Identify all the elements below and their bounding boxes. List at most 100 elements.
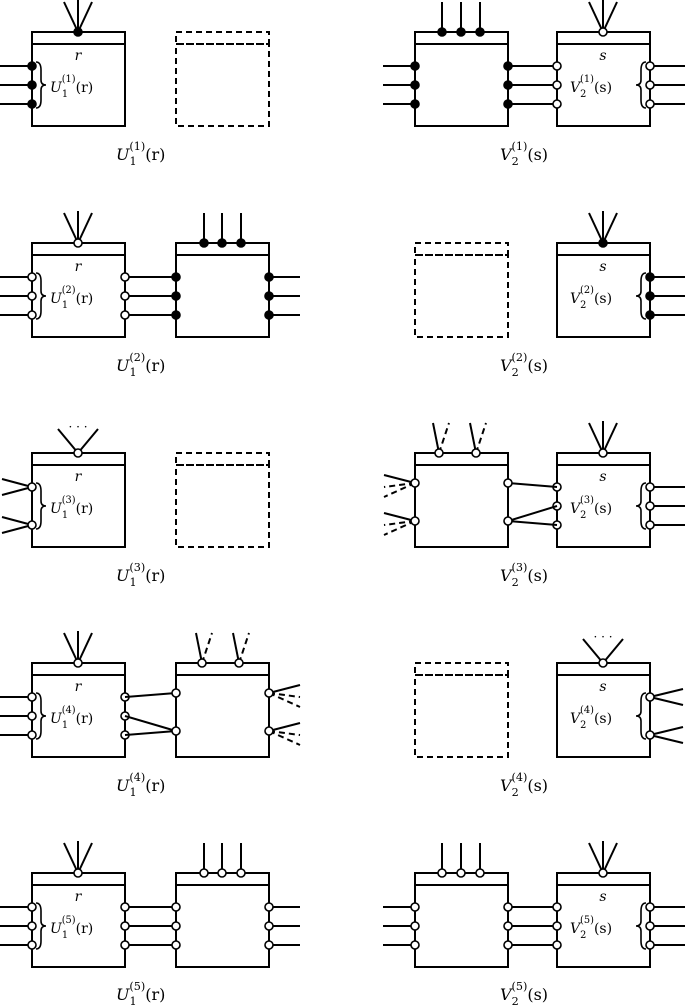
U2-companion-box-body xyxy=(175,254,270,338)
U4-in-node-2 xyxy=(27,730,37,740)
U4-cmp-in-0 xyxy=(171,688,181,698)
U2-cmp-top-node-0 xyxy=(199,238,209,248)
U5-out-node-1 xyxy=(120,921,130,931)
V3-box-label: s xyxy=(599,469,606,485)
V1-cmp-out-2 xyxy=(503,99,513,109)
V5-cmp-out-2 xyxy=(503,940,513,950)
U3-in-fan-0-b xyxy=(1,486,33,496)
V5-in-node-2 xyxy=(552,940,562,950)
U4-cmp-out-a-1 xyxy=(268,722,301,732)
V3-cmp-out-0 xyxy=(503,478,513,488)
V5-out-node-2 xyxy=(645,940,655,950)
V5-cmp-out-0 xyxy=(503,902,513,912)
V3-cmp-out-1 xyxy=(503,516,513,526)
V1-in-node-2 xyxy=(552,99,562,109)
V5-cmp-in-node-2 xyxy=(410,940,420,950)
V4-inner-label: V2(4)(s) xyxy=(570,705,612,731)
U3-top-node xyxy=(73,448,83,458)
V5-top-fan-l xyxy=(588,842,604,874)
diagram-V2: sV2(2)(s)V2(2)(s) xyxy=(414,211,685,379)
row-3: · · ·rU1(3)(r)U1(3)(r)sV2(3)(s)V2(3)(s) xyxy=(1,420,685,589)
U2-out-node-1 xyxy=(120,291,130,301)
V1-in-node-1 xyxy=(552,80,562,90)
U4-cmp-top-b-0 xyxy=(201,632,213,664)
V3-out-node-1 xyxy=(645,501,655,511)
V5-cmp-top-node-2 xyxy=(475,868,485,878)
U3-top-fan-r xyxy=(77,428,99,454)
U4-box-label: r xyxy=(75,679,83,695)
V3-cmp-in-c-1 xyxy=(383,520,416,536)
U5-top-fan-r xyxy=(77,842,93,874)
V5-cmp-in-node-1 xyxy=(410,921,420,931)
V4-companion-box-body xyxy=(414,674,509,758)
V3-cmp-top-a-0 xyxy=(432,422,440,454)
U1-in-node-2 xyxy=(27,99,37,109)
V5-cmp-out-1 xyxy=(503,921,513,931)
diagram-V3: sV2(3)(s)V2(3)(s) xyxy=(383,421,685,589)
U5-cmp-out-node-2 xyxy=(264,940,274,950)
U2-out-node-2 xyxy=(120,310,130,320)
V4-out-fan-1-a xyxy=(649,726,684,736)
U1-in-node-1 xyxy=(27,80,37,90)
U2-top-fan-l xyxy=(63,212,79,244)
V5-cmp-in-node-0 xyxy=(410,902,420,912)
V1-cmp-top-node-0 xyxy=(437,27,447,37)
U5-out-node-0 xyxy=(120,902,130,912)
V5-top-node xyxy=(598,868,608,878)
U5-inner-label: U1(5)(r) xyxy=(50,915,93,941)
U1-caption: U1(1)(r) xyxy=(116,140,165,168)
U2-in-node-0 xyxy=(27,272,37,282)
U3-box-body xyxy=(31,464,126,548)
U4-cmp-top-node-0 xyxy=(197,658,207,668)
V4-top-fan-r xyxy=(602,638,624,664)
V5-inner-label: V2(5)(s) xyxy=(570,915,612,941)
V1-companion-box-body xyxy=(414,43,509,127)
diagram-V1: sV2(1)(s)V2(1)(s) xyxy=(383,0,685,168)
V4-out-fan-0-a xyxy=(649,688,684,698)
V4-top-fan-dots: · · · xyxy=(593,630,612,644)
V3-top-fan-l xyxy=(588,422,604,454)
V4-top-fan-l xyxy=(582,638,604,664)
U3-caption: U1(3)(r) xyxy=(116,561,165,589)
U4-in-node-1 xyxy=(27,711,37,721)
V5-box-label: s xyxy=(599,889,606,905)
U1-box-label: r xyxy=(75,48,83,64)
U3-box-label: r xyxy=(75,469,83,485)
V1-box-label: s xyxy=(599,48,606,64)
U3-in-fan-1-a xyxy=(1,516,33,526)
V5-top-fan-r xyxy=(602,842,618,874)
U4-cmp-out-node-0 xyxy=(264,688,274,698)
V5-in-node-1 xyxy=(552,921,562,931)
U5-cmp-top-node-0 xyxy=(199,868,209,878)
V3-cmp-in-a-0 xyxy=(383,474,416,484)
U1-top-fan-l xyxy=(63,1,79,33)
U4-top-node xyxy=(73,658,83,668)
diagram-U1: rU1(1)(r)U1(1)(r) xyxy=(0,0,270,168)
V3-cmp-in-node-1 xyxy=(410,516,420,526)
V5-cmp-top-node-1 xyxy=(456,868,466,878)
V2-out-node-0 xyxy=(645,272,655,282)
V1-cmp-in-node-2 xyxy=(410,99,420,109)
V5-out-node-1 xyxy=(645,921,655,931)
U2-top-fan-r xyxy=(77,212,93,244)
V5-caption: V2(5)(s) xyxy=(500,980,548,1007)
V1-top-fan-r xyxy=(602,1,618,33)
U4-companion-box-body xyxy=(175,674,270,758)
V2-out-node-2 xyxy=(645,310,655,320)
U3-top-fan-l xyxy=(57,428,79,454)
U5-caption: U1(5)(r) xyxy=(116,980,165,1007)
V4-out-node-0 xyxy=(645,692,655,702)
V3-cmp-in-b-1 xyxy=(383,520,416,526)
V3-cmp-top-node-1 xyxy=(471,448,481,458)
V2-caption: V2(2)(s) xyxy=(500,351,548,379)
V1-brace xyxy=(635,61,647,109)
V5-brace xyxy=(635,902,647,950)
U4-cmp-in-1 xyxy=(171,726,181,736)
U5-box-label: r xyxy=(75,889,83,905)
V2-top-fan-r xyxy=(602,212,618,244)
V1-top-node xyxy=(598,27,608,37)
U5-in-node-2 xyxy=(27,940,37,950)
U5-cmp-out-node-0 xyxy=(264,902,274,912)
U4-wire-2 xyxy=(124,730,177,736)
V1-top-fan-l xyxy=(588,1,604,33)
